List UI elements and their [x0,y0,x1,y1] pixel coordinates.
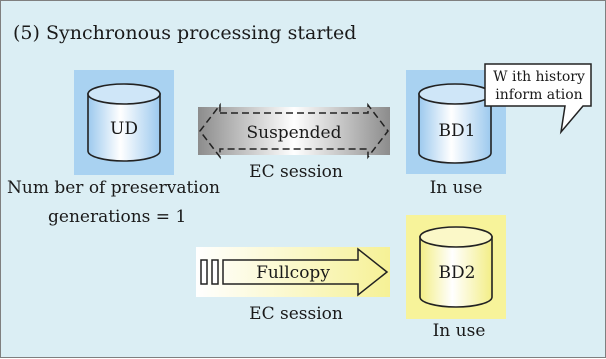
history-callout [484,63,592,135]
bd1-volume-label: BD1 [439,121,476,141]
bd1-status: In use [430,178,483,198]
fullcopy-arrow-label: Fullcopy [256,263,330,283]
diagram-title: (5) Synchronous processing started [13,22,356,44]
ud-volume-icon [74,70,174,175]
fullcopy-session-caption: EC session [249,304,343,324]
suspended-session-caption: EC session [249,162,343,182]
preservation-note-line2: generations = 1 [48,207,186,227]
callout-line1: W ith history [493,69,585,85]
preservation-note-line1: Num ber of preservation [7,178,220,198]
bd1-volume-icon [406,70,506,174]
suspended-arrow-icon [198,102,390,160]
callout-line2: inform ation [495,87,582,103]
bd2-status: In use [433,321,486,341]
suspended-arrow-label: Suspended [246,123,341,143]
ud-volume-label: UD [110,119,138,139]
bd2-volume-icon [406,215,506,319]
fullcopy-arrow-icon [196,247,390,297]
bd2-volume-label: BD2 [439,263,476,283]
